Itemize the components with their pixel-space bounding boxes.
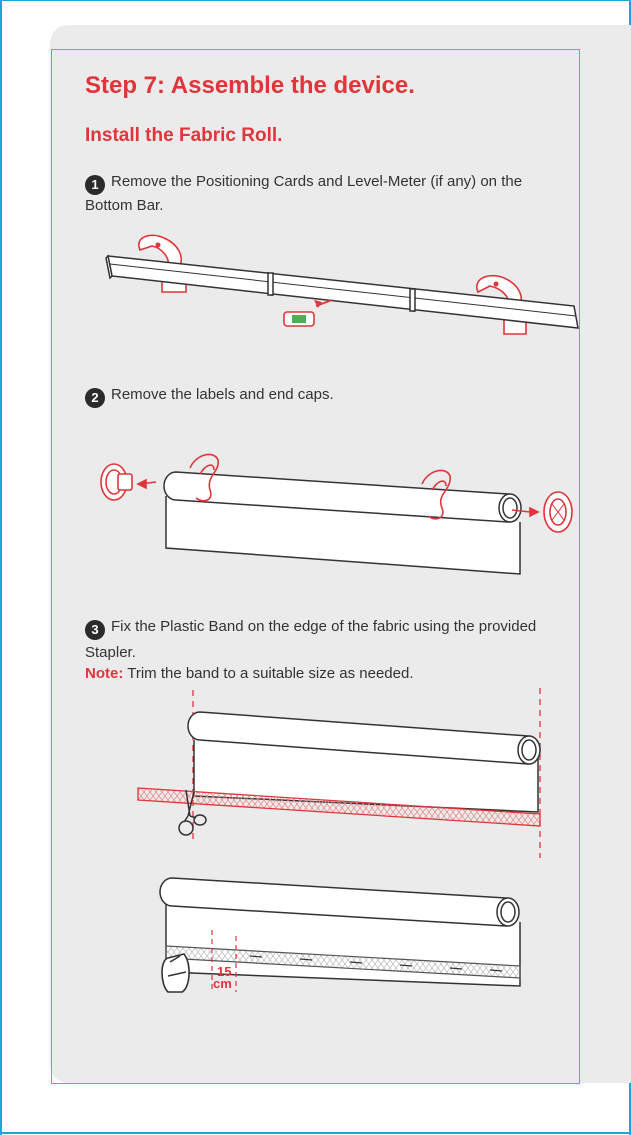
measure-unit: cm — [213, 976, 232, 991]
stapler-band-illustration — [160, 878, 520, 992]
bottom-bar-illustration — [106, 235, 578, 334]
stapler-icon — [162, 954, 189, 992]
trim-band-illustration — [138, 688, 540, 858]
roll-endcaps-illustration — [101, 454, 572, 574]
end-cap-left — [101, 464, 156, 500]
level-meter — [284, 300, 332, 326]
